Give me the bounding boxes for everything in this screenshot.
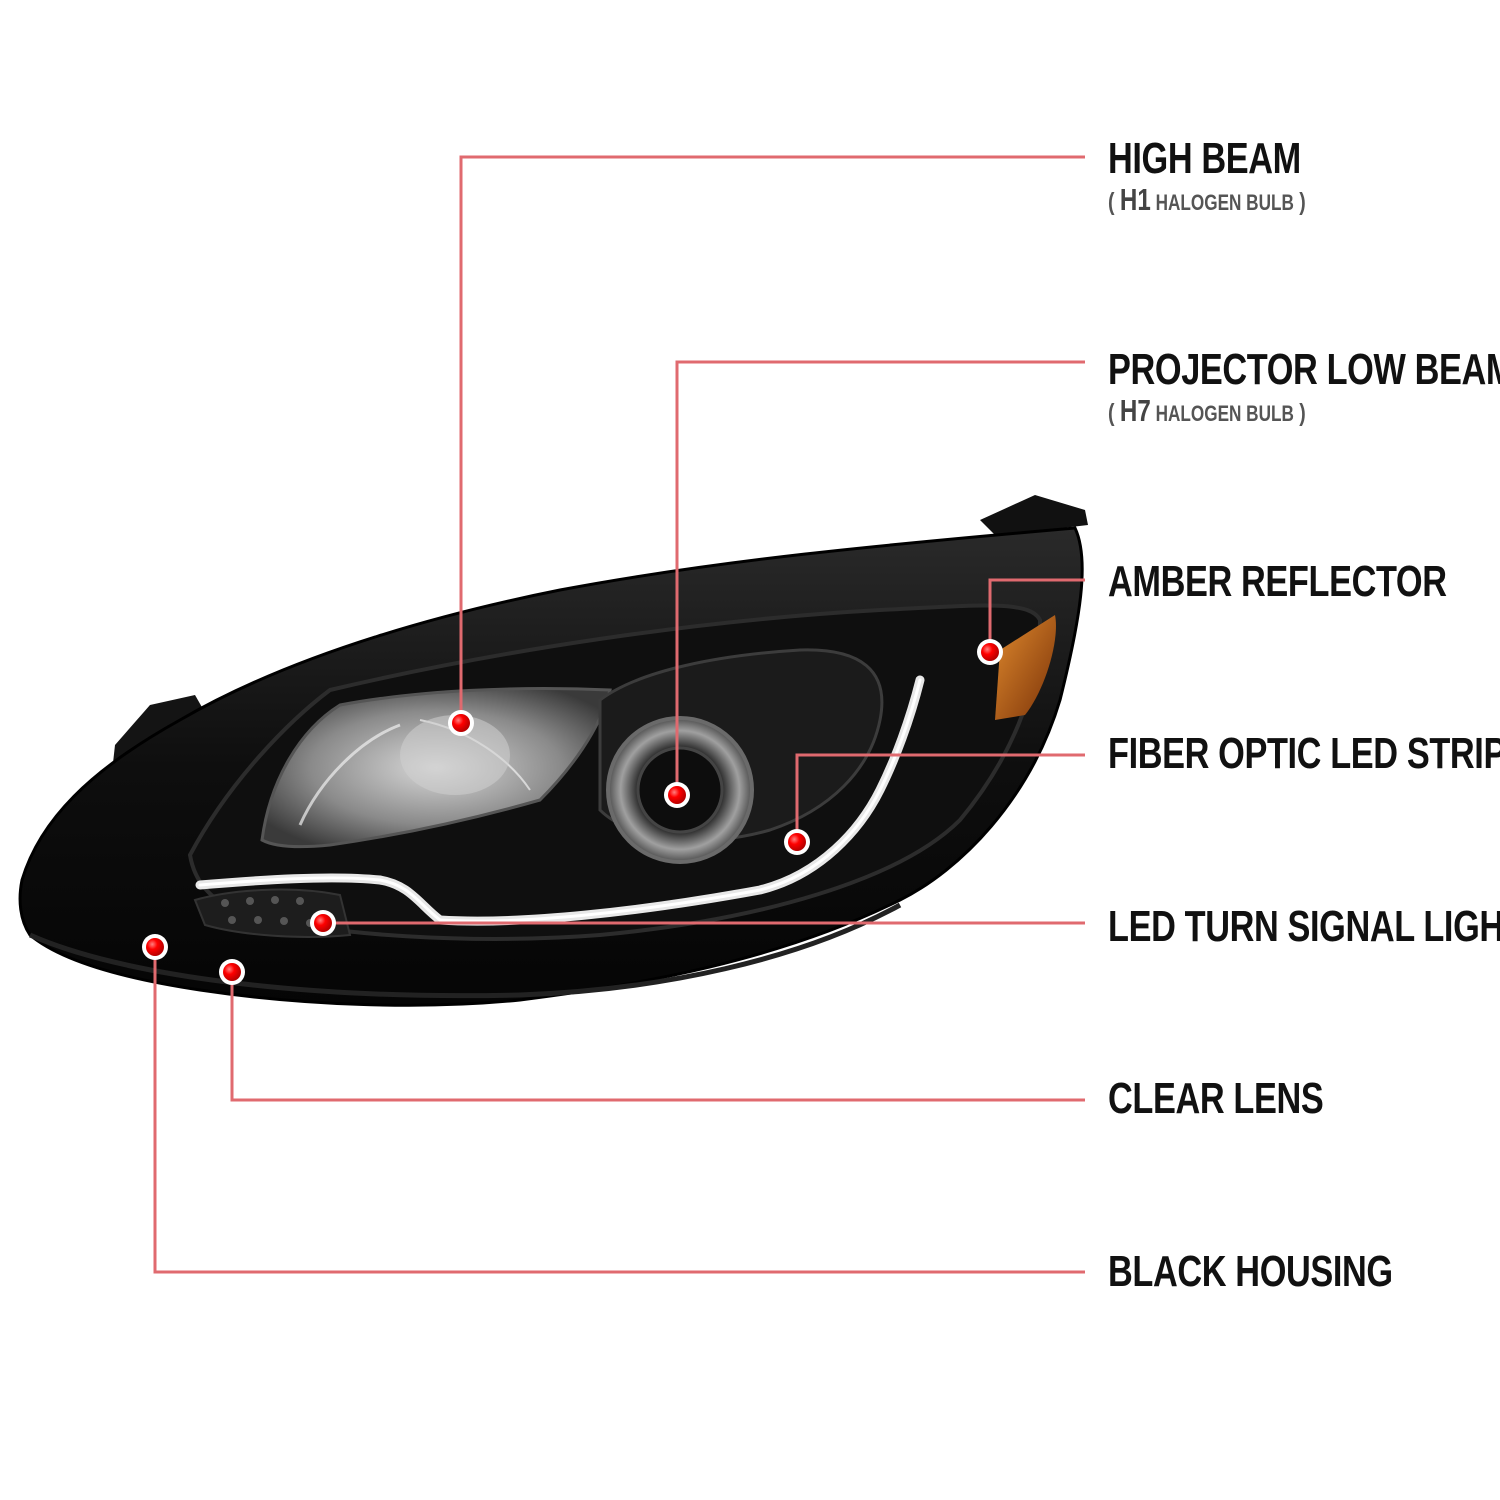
leader-clear-lens (230, 972, 1085, 1102)
mounting-bracket (980, 495, 1088, 540)
callout-title: LED TURN SIGNAL LIGHT (1108, 902, 1500, 951)
callout-fiber-optic-led-strip: FIBER OPTIC LED STRIP (1108, 732, 1500, 776)
amber-reflector-shape (995, 615, 1056, 720)
leader-amber-reflector (988, 578, 1085, 652)
callout-title: CLEAR LENS (1108, 1074, 1324, 1123)
callout-amber-reflector: AMBER REFLECTOR (1108, 560, 1447, 604)
callout-dot (314, 914, 332, 932)
callout-dot (146, 938, 164, 956)
leader-projector-low-beam (675, 360, 1085, 795)
callout-projector-low-beam: PROJECTOR LOW BEAM ( H7 HALOGEN BULB ) (1108, 348, 1500, 429)
callout-title: PROJECTOR LOW BEAM (1108, 345, 1500, 394)
leader-high-beam (459, 155, 1085, 723)
callout-title: AMBER REFLECTOR (1108, 557, 1447, 606)
callout-black-housing: BLACK HOUSING (1108, 1250, 1393, 1294)
leader-black-housing (153, 947, 1085, 1274)
callout-dot (668, 786, 686, 804)
callout-led-turn-signal-light: LED TURN SIGNAL LIGHT (1108, 905, 1500, 949)
callout-subtitle: ( H1 HALOGEN BULB ) (1108, 182, 1306, 217)
callout-title: BLACK HOUSING (1108, 1247, 1393, 1296)
callout-subtitle: ( H7 HALOGEN BULB ) (1108, 393, 1306, 428)
callout-high-beam: HIGH BEAM ( H1 HALOGEN BULB ) (1108, 137, 1306, 218)
callout-title: HIGH BEAM (1108, 134, 1301, 183)
callout-title: FIBER OPTIC LED STRIP (1108, 729, 1500, 778)
callout-dot (981, 643, 999, 661)
callout-dot (788, 833, 806, 851)
callout-dot (452, 714, 470, 732)
callout-dot (223, 963, 241, 981)
callout-clear-lens: CLEAR LENS (1108, 1074, 1324, 1123)
leader-fiber-optic-led-strip (795, 753, 1085, 842)
